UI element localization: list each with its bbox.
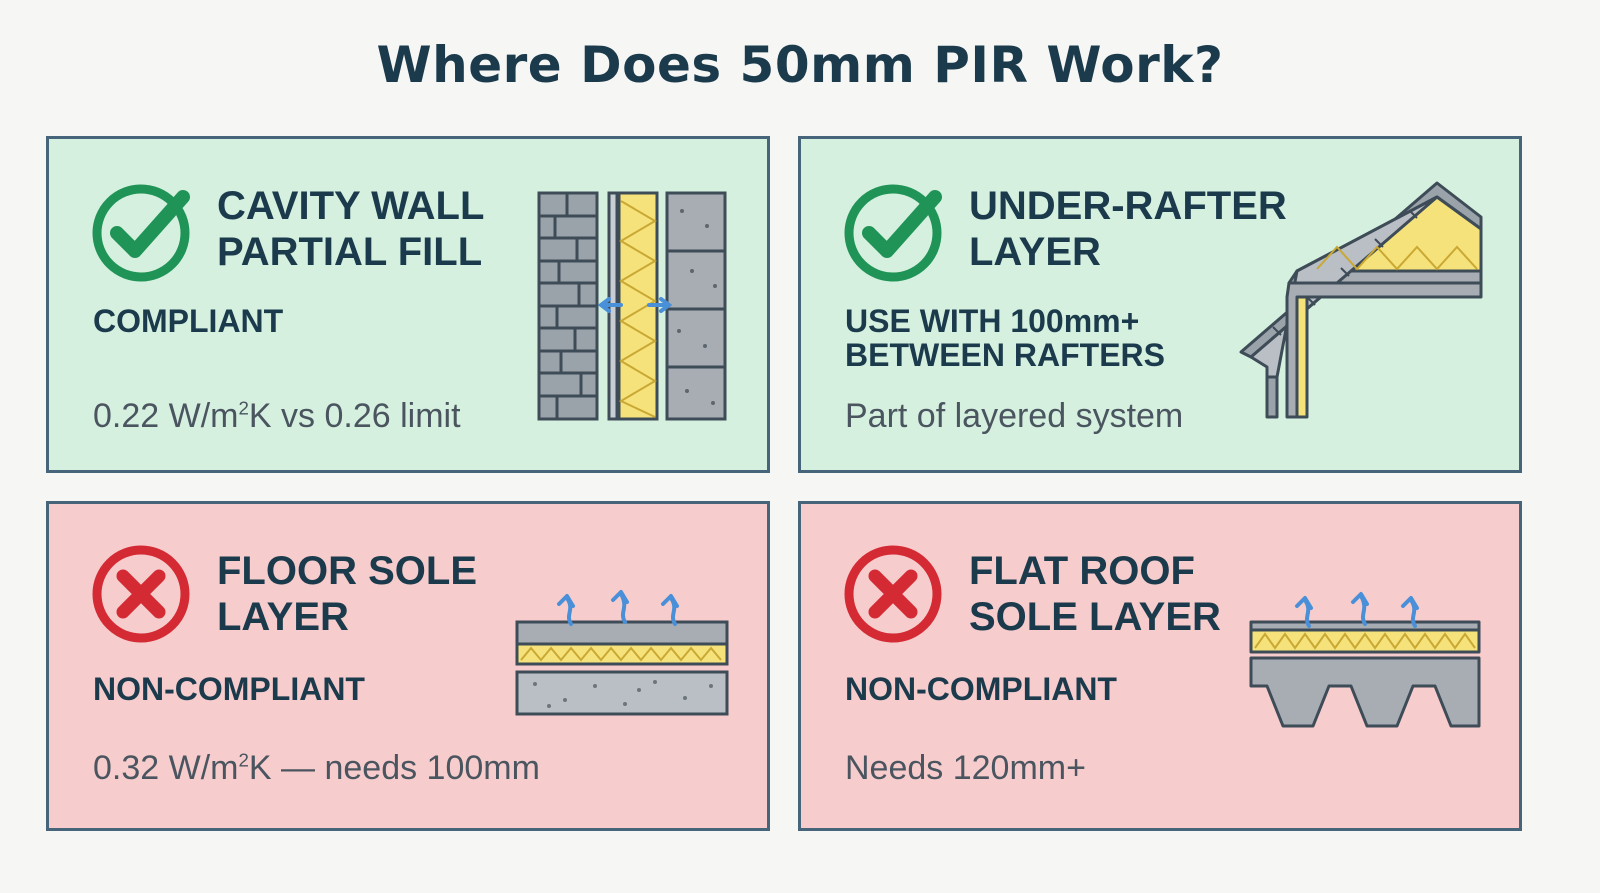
status-label: COMPLIANT [93, 303, 284, 339]
card-flat-roof: FLAT ROOF SOLE LAYER NON-COMPLIANT Needs… [798, 501, 1522, 831]
detail-text: Part of layered system [845, 397, 1184, 435]
cavity-wall-illustration [537, 191, 727, 421]
page-title: Where Does 50mm PIR Work? [376, 36, 1224, 94]
status-label: NON-COMPLIANT [845, 671, 1117, 707]
status-label: USE WITH 100mm+ BETWEEN RAFTERS [845, 303, 1165, 373]
card-heading: CAVITY WALL PARTIAL FILL [217, 184, 485, 274]
card-cavity-wall: CAVITY WALL PARTIAL FILL COMPLIANT 0.22 … [46, 136, 770, 473]
cross-circle-icon [844, 545, 942, 643]
flat-roof-illustration [1249, 592, 1481, 728]
detail-text: Needs 120mm+ [845, 749, 1086, 787]
card-heading: FLAT ROOF SOLE LAYER [969, 549, 1221, 639]
pitched-roof-illustration [1239, 181, 1483, 419]
cross-circle-icon [92, 545, 190, 643]
check-circle-icon [844, 184, 942, 282]
detail-text: 0.32 W/m2K — needs 100mm [93, 749, 540, 787]
card-floor-sole: FLOOR SOLE LAYER NON-COMPLIANT 0.32 W/m2… [46, 501, 770, 831]
floor-illustration [515, 590, 729, 716]
status-label: NON-COMPLIANT [93, 671, 365, 707]
card-heading: FLOOR SOLE LAYER [217, 549, 477, 639]
card-heading: UNDER-RAFTER LAYER [969, 184, 1287, 274]
detail-text: 0.22 W/m2K vs 0.26 limit [93, 397, 461, 435]
card-under-rafter: UNDER-RAFTER LAYER USE WITH 100mm+ BETWE… [798, 136, 1522, 473]
check-circle-icon [92, 184, 190, 282]
